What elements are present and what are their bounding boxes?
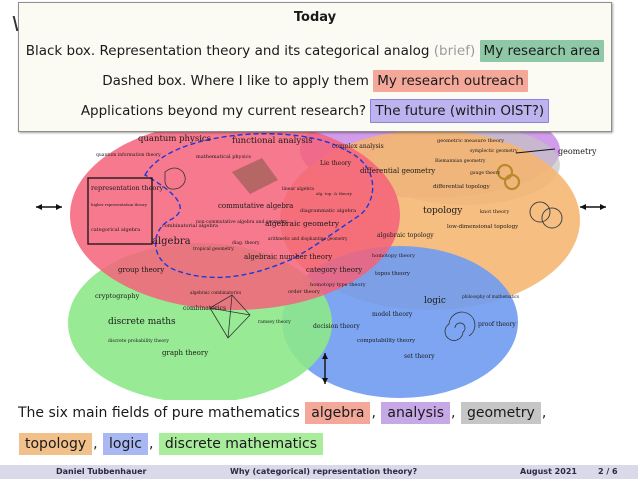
comma: , xyxy=(451,405,456,421)
field-chip-analysis: analysis xyxy=(381,402,451,424)
fields-intro: The six main fields of pure mathematics xyxy=(18,405,300,421)
label-algebraic-geometry: algebraic geometry xyxy=(265,219,340,228)
label-logic: logic xyxy=(424,296,446,306)
label-noncommutative-algebra: non-commutative algebra and geometry xyxy=(196,219,288,225)
right-arrow-icon xyxy=(580,204,606,210)
representation-theory-box xyxy=(87,177,153,245)
label-diag-theory: diag. theory xyxy=(232,240,260,246)
label-algebraic-topology: algebraic topology xyxy=(377,232,434,239)
field-chip-topology: topology xyxy=(19,433,93,455)
label-combinatorial-algebra: combinatorial algebra xyxy=(162,223,218,229)
overlay-row-dashed-box: Dashed box. Where I like to apply them M… xyxy=(19,70,611,92)
label-complex-analysis: complex analysis xyxy=(332,143,384,150)
label-philosophy: philosophy of mathematics xyxy=(462,294,519,299)
geometry-pointer-line xyxy=(515,148,556,154)
comma: , xyxy=(148,436,154,452)
label-categorical-algebra: categorical algebra xyxy=(91,227,140,233)
label-category-theory: category theory xyxy=(306,266,362,274)
footer-author: Daniel Tubbenhauer xyxy=(56,467,147,476)
label-discrete-probability: discrete probability theory xyxy=(108,338,169,344)
field-labels: quantum physics functional analysis quan… xyxy=(91,134,597,360)
label-topos-theory: topos theory xyxy=(375,271,411,277)
label-quantum-physics: quantum physics xyxy=(138,134,211,144)
field-chip-geometry: geometry xyxy=(460,402,541,424)
label-diagrammatic-algebra: diagrammatic algebra xyxy=(300,208,356,214)
blob-doodle-icon xyxy=(164,167,186,190)
label-tropical-geometry: tropical geometry xyxy=(193,246,234,252)
label-geometric-measure: geometric measure theory xyxy=(437,138,504,144)
label-tqft: alg. top. & theory xyxy=(316,191,353,196)
label-linear-algebra: linear algebra xyxy=(282,186,314,192)
knot-diagram-icon xyxy=(529,201,551,223)
outreach-dashed-boundary xyxy=(144,133,374,279)
research-outreach-label: My research outreach xyxy=(373,70,528,92)
slide-footer: Daniel Tubbenhauer Why (categorical) rep… xyxy=(0,465,638,479)
overlay-row-text: Dashed box. Where I like to apply them xyxy=(102,73,369,89)
fields-venn-svg: quantum physics functional analysis quan… xyxy=(36,110,606,400)
label-algebraic-combinatorics: algebraic combinatorics xyxy=(190,290,241,295)
label-graph-theory: graph theory xyxy=(162,349,208,357)
algebra-region xyxy=(70,120,400,310)
overlay-row-text: Black box. Representation theory and its… xyxy=(25,43,430,59)
label-cryptography: cryptography xyxy=(95,292,140,300)
label-knot-theory: knot theory xyxy=(480,209,509,215)
label-topology: topology xyxy=(423,206,463,216)
label-group-theory: group theory xyxy=(118,266,164,274)
future-label: The future (within OIST?) xyxy=(370,99,550,123)
knot-doodle-icon xyxy=(503,173,521,191)
surface-plot-icon xyxy=(232,158,278,194)
label-set-theory: set theory xyxy=(404,353,435,360)
footer-date: August 2021 xyxy=(520,467,577,476)
comma: , xyxy=(93,436,98,452)
label-riemannian: Riemannian geometry xyxy=(435,158,486,164)
overlay-row-muted: (brief) xyxy=(433,43,476,59)
label-differential-topology: differential topology xyxy=(433,184,491,190)
label-proof-theory: proof theory xyxy=(478,321,516,328)
label-arithmetic-geometry: arithmetic and diophantine geometry xyxy=(268,236,348,241)
research-area-label: My research area xyxy=(479,40,605,62)
label-geometry-right: geometry xyxy=(558,147,597,156)
mathematics-fields-map: quantum physics functional analysis quan… xyxy=(0,110,638,400)
label-ramsey-theory: ramsey theory xyxy=(258,319,291,325)
label-higher-representation: higher representation theory xyxy=(91,202,148,207)
comma: , xyxy=(541,405,547,421)
left-arrow-icon xyxy=(36,204,62,210)
overlay-row-applications: Applications beyond my current research?… xyxy=(19,99,611,123)
knot-diagram-icon xyxy=(541,207,563,229)
label-order-theory: order theory xyxy=(288,289,320,295)
graph-network-icon xyxy=(209,294,251,339)
label-quantum-information: quantum information theory xyxy=(96,152,161,158)
label-mathematical-physics: mathematical physics xyxy=(196,154,251,160)
today-overlay-box: Today Black box. Representation theory a… xyxy=(18,2,612,132)
label-low-dim-topology: low-dimensional topology xyxy=(447,224,519,230)
label-computability-theory: computability theory xyxy=(357,338,416,344)
spiral-icon xyxy=(444,311,476,341)
label-representation-theory: representation theory xyxy=(91,184,163,192)
label-combinatorics: combinatorics xyxy=(183,305,226,312)
label-model-theory: model theory xyxy=(372,311,413,318)
field-chip-algebra: algebra xyxy=(305,402,371,424)
overlay-row-black-box: Black box. Representation theory and its… xyxy=(19,40,611,62)
fields-sentence-line-2: topology, logic, discrete mathematics xyxy=(18,433,324,455)
overlay-title: Today xyxy=(293,10,337,25)
label-lie-theory: Lie theory xyxy=(320,160,352,167)
label-discrete-maths: discrete maths xyxy=(108,317,176,327)
footer-page: 2 / 6 xyxy=(598,467,618,476)
label-algebraic-number-theory: algebraic number theory xyxy=(244,253,332,261)
label-symplectic: symplectic geometry xyxy=(470,148,518,154)
fields-sentence-line-1: The six main fields of pure mathematics … xyxy=(18,402,546,424)
comma: , xyxy=(371,405,376,421)
label-gauge-theory: gauge theory xyxy=(470,170,501,176)
field-chip-discrete: discrete mathematics xyxy=(158,433,324,455)
label-functional-analysis: functional analysis xyxy=(232,136,313,146)
overlay-row-text: Applications beyond my current research? xyxy=(80,103,367,119)
label-decision-theory: decision theory xyxy=(313,323,360,330)
label-differential-geometry: differential geometry xyxy=(360,167,435,175)
label-homotopy-type-theory: homotopy type theory xyxy=(310,282,366,288)
label-commutative-algebra: commutative algebra xyxy=(218,202,293,210)
label-algebra: algebra xyxy=(152,236,191,247)
field-chip-logic: logic xyxy=(103,433,148,455)
label-homotopy-theory: homotopy theory xyxy=(372,253,415,259)
footer-title: Why (categorical) representation theory? xyxy=(230,467,418,476)
